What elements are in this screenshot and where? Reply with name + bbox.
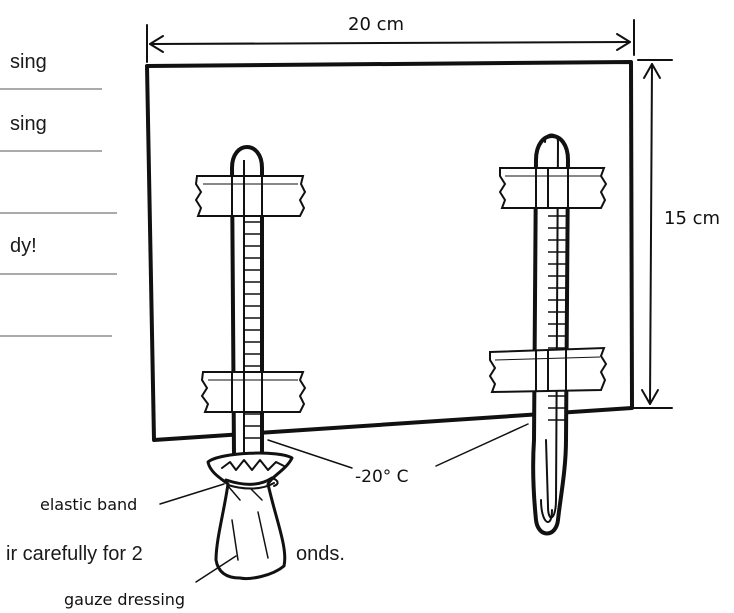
right-thermometer-tube bbox=[531, 134, 570, 536]
width-dimension bbox=[146, 19, 635, 63]
height-arrowhead-top bbox=[643, 63, 661, 79]
gauze-dressing-label: gauze dressing bbox=[64, 590, 185, 609]
width-label: 20 cm bbox=[348, 14, 404, 35]
gauze-dressing-bag bbox=[206, 451, 294, 580]
width-arrow-line bbox=[149, 41, 631, 45]
width-arrowhead-right bbox=[616, 33, 631, 51]
left-bottom-tape bbox=[200, 371, 307, 413]
instruction-line-2: sing bbox=[10, 113, 47, 135]
height-label: 15 cm bbox=[664, 208, 720, 229]
left-thermometer-scale bbox=[244, 221, 262, 439]
gauze-dressing-leader bbox=[195, 555, 237, 583]
instruction-bottom: ir carefully for 2 bbox=[6, 543, 143, 565]
right-top-tape bbox=[498, 167, 608, 209]
right-thermometer-capillary bbox=[544, 133, 559, 519]
instruction-line-1: sing bbox=[10, 51, 47, 73]
temperature-leader-right bbox=[435, 423, 529, 467]
elastic-band-leader bbox=[159, 483, 225, 505]
right-thermometer bbox=[531, 133, 570, 536]
instruction-bottom-tail: onds. bbox=[296, 543, 345, 565]
height-arrowhead-bottom bbox=[641, 389, 659, 405]
cardboard-board bbox=[145, 60, 634, 442]
height-arrow-line bbox=[649, 63, 653, 405]
temperature-label: -20° C bbox=[355, 467, 409, 487]
elastic-band bbox=[224, 476, 279, 490]
instruction-line-4: dy! bbox=[10, 235, 37, 257]
instruction-list: sing sing dy! bbox=[0, 51, 117, 337]
left-top-tape bbox=[194, 175, 307, 217]
width-arrowhead-left bbox=[149, 35, 164, 53]
temperature-leader-left bbox=[267, 439, 353, 469]
elastic-band-label: elastic band bbox=[40, 495, 137, 514]
